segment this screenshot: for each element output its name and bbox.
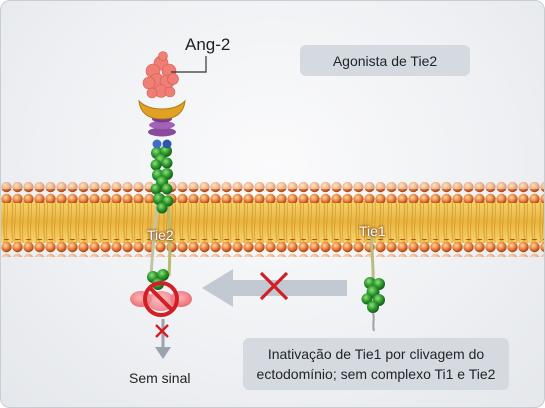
blocked-arrow-cross-icon <box>202 269 347 307</box>
no-signal-label: Sem sinal <box>129 370 191 386</box>
inactivation-box: Inativação de Tie1 por clivagem do ectod… <box>243 338 509 390</box>
ang2-protein-icon <box>142 51 179 99</box>
tie2-receptor <box>138 99 186 290</box>
tie1-label: Tie1 <box>359 223 386 239</box>
prohibited-icon <box>130 281 192 317</box>
tie1-receptor <box>361 232 385 332</box>
ang2-label: Ang-2 <box>185 35 231 54</box>
agonist-box: Agonista de Tie2 <box>300 45 470 76</box>
signal-down-arrow-icon <box>155 319 171 359</box>
cell-membrane <box>1 182 544 257</box>
tie2-label: Tie2 <box>147 227 174 243</box>
